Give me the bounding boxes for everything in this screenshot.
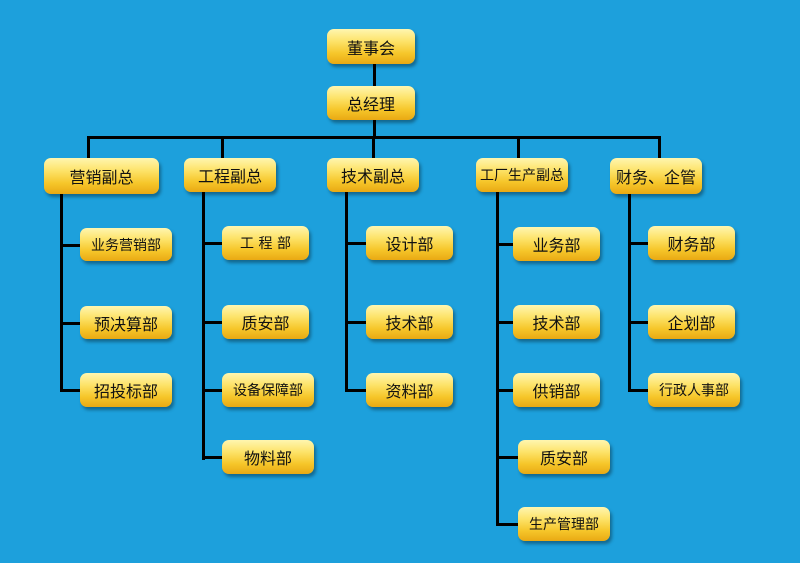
dept-box-3-3: 资料部 <box>366 373 453 407</box>
connector-dept-1-3 <box>60 389 82 392</box>
dept-box-2-2: 质安部 <box>222 305 309 339</box>
connector-dept-4-1 <box>496 243 515 246</box>
dept-label-5-2: 企划部 <box>667 314 716 333</box>
dept-label-5-3: 行政人事部 <box>659 383 729 399</box>
connector-dept-5-1 <box>628 242 650 245</box>
dept-box-1-3: 招投标部 <box>80 373 172 407</box>
dept-label-3-2: 技术部 <box>385 314 434 333</box>
dept-label-2-3: 设备保障部 <box>233 383 303 399</box>
dept-label-4-1: 业务部 <box>532 236 581 255</box>
general-manager-label: 总经理 <box>346 95 395 114</box>
connector-bus-head-4 <box>517 136 520 158</box>
general-manager-box: 总经理 <box>327 86 415 120</box>
dept-box-2-3: 设备保障部 <box>222 373 314 407</box>
dept-label-4-4: 质安部 <box>539 449 588 468</box>
dept-box-4-2: 技术部 <box>513 305 600 339</box>
dept-box-4-5: 生产管理部 <box>518 507 610 541</box>
dept-box-4-1: 业务部 <box>513 227 600 261</box>
vp-box-4: 工厂生产副总 <box>476 158 568 192</box>
vp-box-1: 营销副总 <box>44 158 159 194</box>
dept-box-3-2: 技术部 <box>366 305 453 339</box>
vp-label-3: 技术副总 <box>340 167 405 186</box>
connector-spine-2 <box>202 192 205 460</box>
dept-label-4-2: 技术部 <box>532 314 581 333</box>
vp-label-2: 工程副总 <box>197 167 262 186</box>
dept-label-3-1: 设计部 <box>385 235 434 254</box>
connector-spine-3 <box>345 192 348 392</box>
connector-spine-5 <box>628 194 631 392</box>
dept-label-4-5: 生产管理部 <box>529 517 599 533</box>
dept-label-2-1: 工 程 部 <box>240 236 291 252</box>
dept-box-5-3: 行政人事部 <box>648 373 740 407</box>
dept-label-2-2: 质安部 <box>241 314 290 333</box>
dept-label-1-2: 预决算部 <box>93 314 158 334</box>
vp-label-5: 财务、企管 <box>615 168 696 187</box>
dept-box-5-1: 财务部 <box>648 226 735 260</box>
connector-dept-1-1 <box>60 244 82 247</box>
dept-label-4-3: 供销部 <box>532 382 581 401</box>
connector-bus-head-2 <box>221 136 224 158</box>
vp-box-5: 财务、企管 <box>610 158 702 194</box>
vp-box-3: 技术副总 <box>327 158 419 192</box>
connector-spine-4 <box>496 192 499 524</box>
dept-box-1-2: 预决算部 <box>80 306 172 339</box>
connector-dept-3-1 <box>345 242 368 245</box>
connector-bus-head-1 <box>87 136 90 158</box>
dept-label-5-1: 财务部 <box>667 235 716 254</box>
dept-label-2-4: 物料部 <box>243 449 292 468</box>
dept-box-2-1: 工 程 部 <box>222 226 309 260</box>
connector-dept-5-3 <box>628 389 650 392</box>
board-box: 董事会 <box>327 29 415 64</box>
dept-label-1-3: 招投标部 <box>93 382 158 401</box>
vp-label-4: 工厂生产副总 <box>480 168 564 184</box>
connector-dept-2-4 <box>202 456 224 459</box>
connector-gm-bus <box>373 119 376 138</box>
connector-dept-2-3 <box>202 389 224 392</box>
connector-spine-1 <box>60 194 63 392</box>
dept-box-2-4: 物料部 <box>222 440 314 474</box>
board-label: 董事会 <box>346 38 395 58</box>
connector-dept-4-4 <box>496 456 520 459</box>
vp-label-1: 营销副总 <box>69 168 134 187</box>
connector-dept-2-2 <box>202 321 224 324</box>
connector-bus-head-3 <box>372 136 375 158</box>
dept-box-3-1: 设计部 <box>366 226 453 260</box>
connector-dept-5-2 <box>628 321 650 324</box>
connector-dept-4-5 <box>496 523 520 526</box>
connector-board-gm <box>373 64 376 86</box>
connector-dept-3-2 <box>345 321 368 324</box>
dept-box-4-3: 供销部 <box>513 373 600 407</box>
vp-box-2: 工程副总 <box>184 158 276 192</box>
dept-label-1-1: 业务营销部 <box>91 237 161 254</box>
connector-bus-head-5 <box>658 136 661 158</box>
connector-dept-1-2 <box>60 322 82 325</box>
connector-dept-4-3 <box>496 389 515 392</box>
connector-dept-3-3 <box>345 389 368 392</box>
dept-box-4-4: 质安部 <box>518 440 610 474</box>
dept-box-5-2: 企划部 <box>648 305 735 339</box>
dept-label-3-3: 资料部 <box>385 382 434 401</box>
connector-dept-2-1 <box>202 242 224 245</box>
connector-dept-4-2 <box>496 321 515 324</box>
dept-box-1-1: 业务营销部 <box>80 228 172 261</box>
